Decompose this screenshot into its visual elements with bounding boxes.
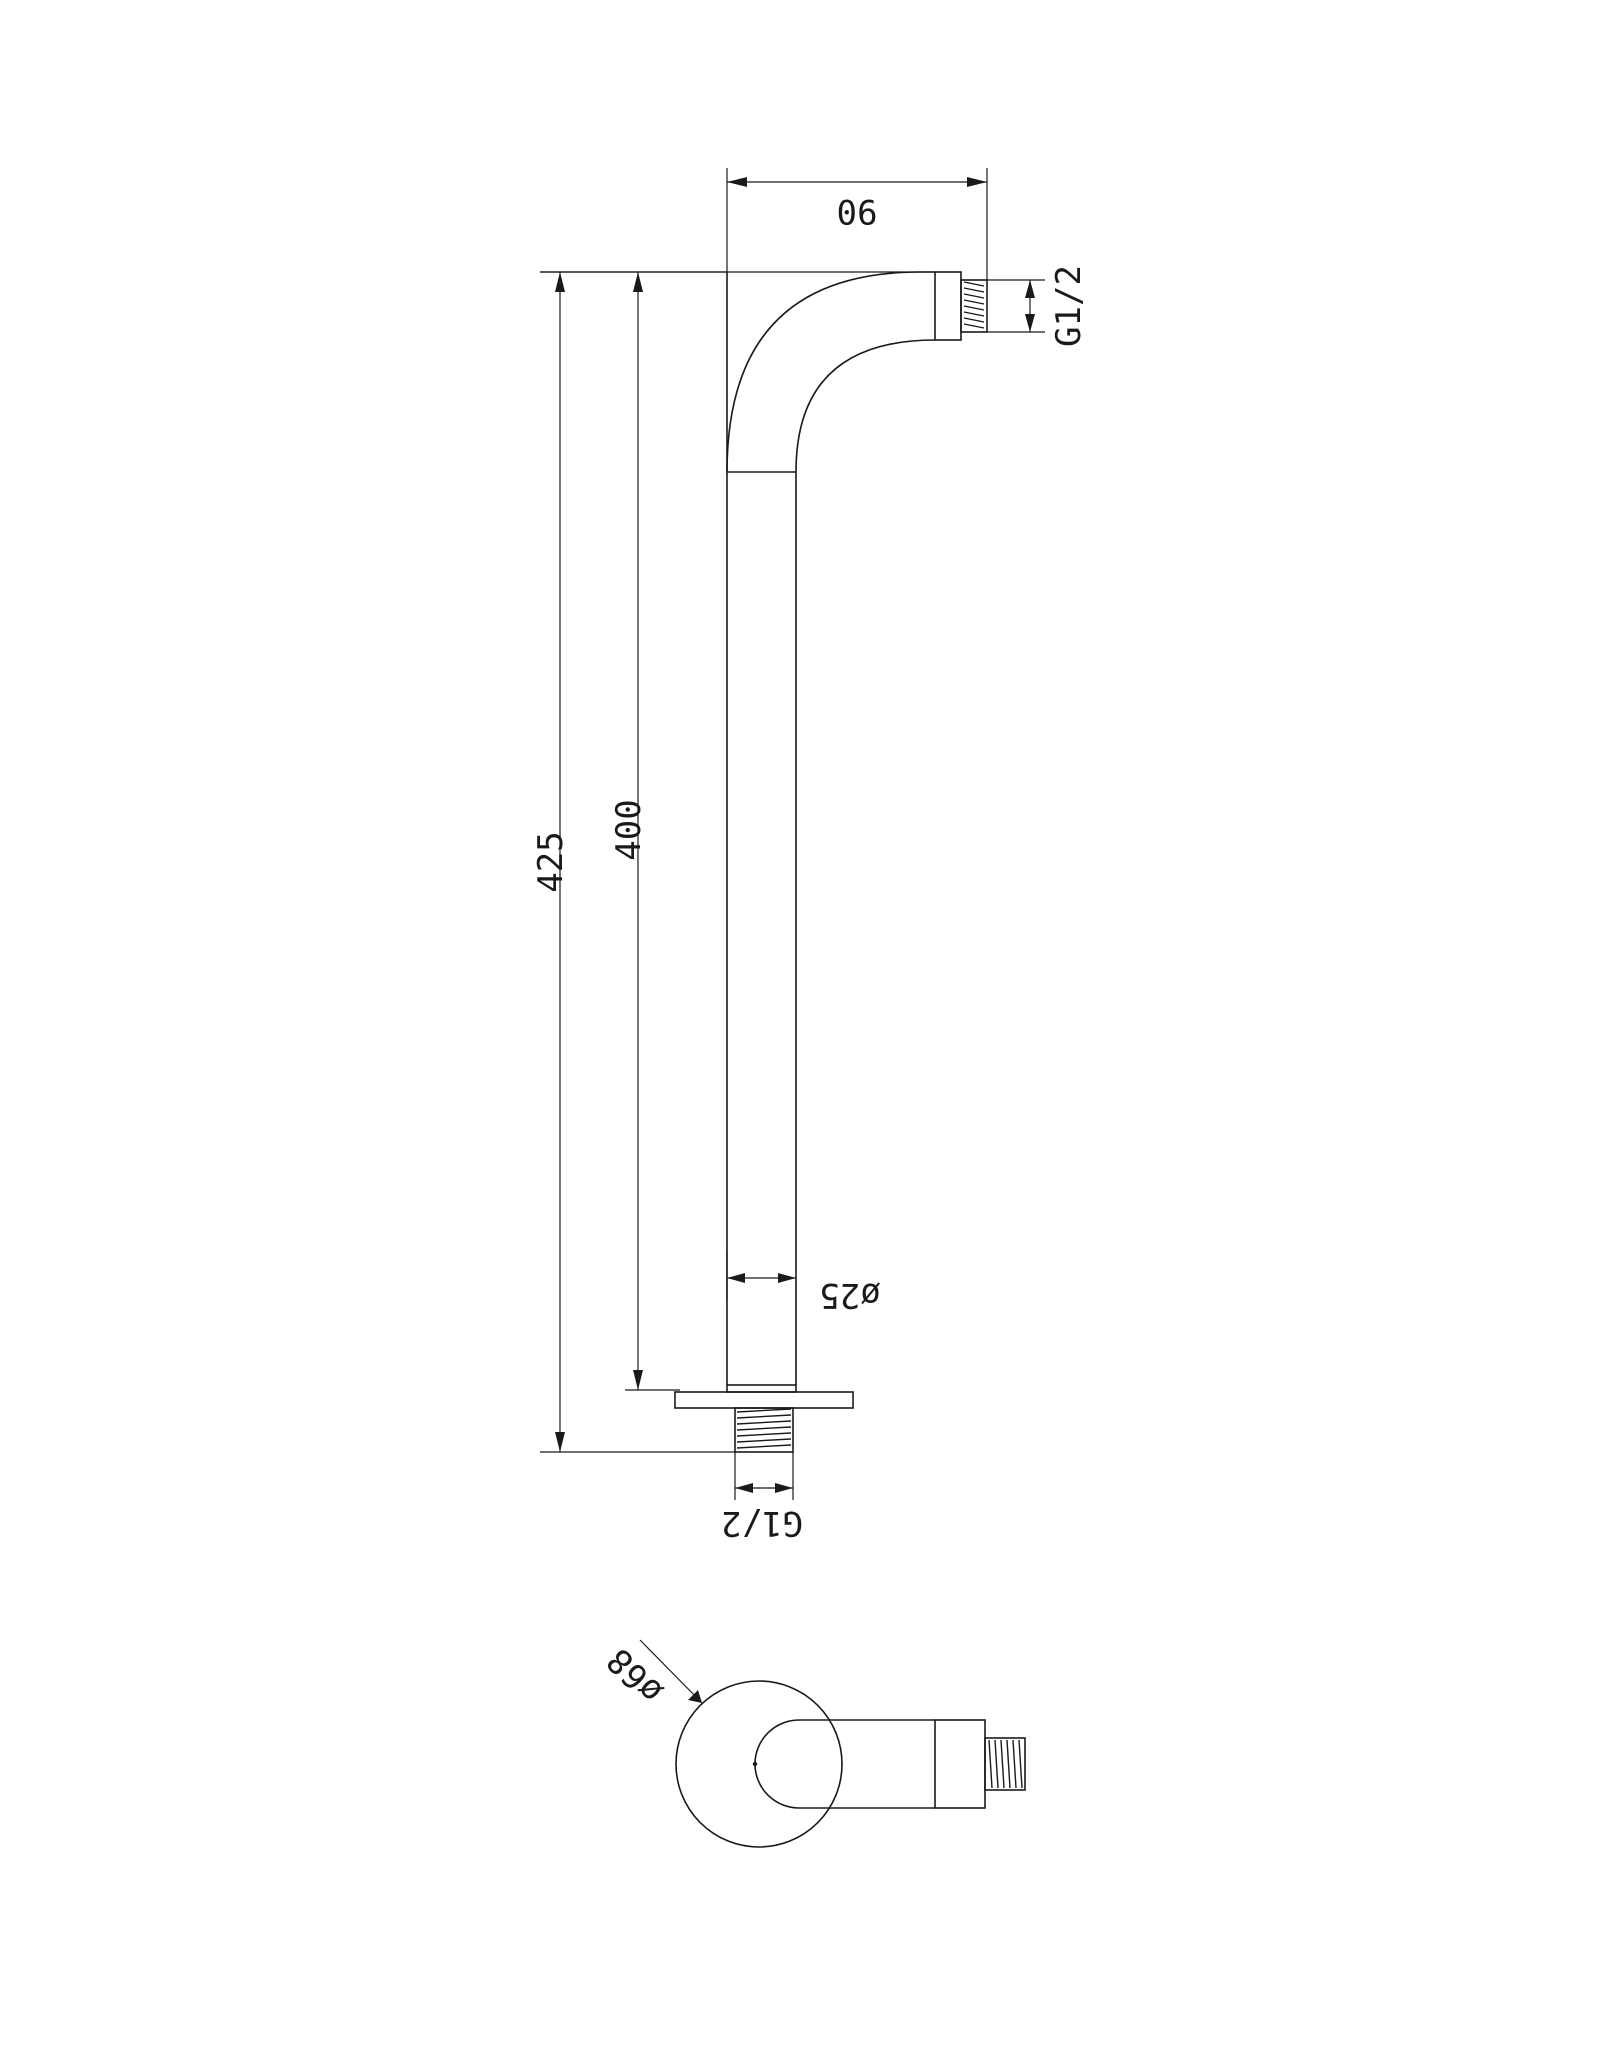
dim-flange-label: ø68: [599, 1640, 671, 1712]
dim-outlet-arrow-top: [1025, 280, 1035, 298]
top-thread: [984, 1737, 1026, 1791]
dim-outlet-label: G1/2: [1049, 265, 1089, 347]
dim-425-arrow-top: [555, 272, 565, 292]
dim-pipe-label: ø25: [819, 1275, 880, 1315]
dim-inlet-label: G1/2: [721, 1503, 803, 1543]
dim-425-label: 425: [531, 831, 571, 892]
dim-pipe-arrow-right: [778, 1273, 796, 1283]
dim-90-arrow-right: [967, 177, 987, 187]
dim-400-arrow-top: [633, 272, 643, 292]
top-view: ø68: [599, 1639, 1026, 1848]
dim-flange-arrow: [688, 1690, 702, 1703]
dim-outlet-arrow-bottom: [1025, 314, 1035, 332]
dim-400-arrow-bottom: [633, 1370, 643, 1390]
flange-upper: [726, 1384, 797, 1393]
dim-inlet-arrow-left: [735, 1483, 753, 1493]
outlet-thread: [960, 279, 988, 333]
center-mark: [752, 1761, 758, 1767]
pipe-vertical: [726, 272, 797, 1385]
dim-425-arrow-bottom: [555, 1432, 565, 1452]
dim-flange-leader: [639, 1639, 703, 1704]
dim-90-arrow-left: [727, 177, 747, 187]
dim-90-label: 90: [837, 191, 878, 231]
inlet-thread: [734, 1407, 794, 1453]
arm-end-collar: [934, 271, 962, 341]
pipe-bend-outer: [726, 271, 921, 473]
arm-top-outline: [754, 1719, 935, 1809]
arm-top-collar: [934, 1719, 986, 1809]
side-view: 90 G1/2 425 400 ø25: [531, 168, 1089, 1543]
flange-plate: [674, 1391, 854, 1409]
flange-circle: [675, 1680, 843, 1848]
dim-pipe-arrow-left: [727, 1273, 745, 1283]
pipe-bend-inner: [795, 339, 936, 473]
dim-inlet-arrow-right: [775, 1483, 793, 1493]
dim-400-label: 400: [609, 799, 649, 860]
